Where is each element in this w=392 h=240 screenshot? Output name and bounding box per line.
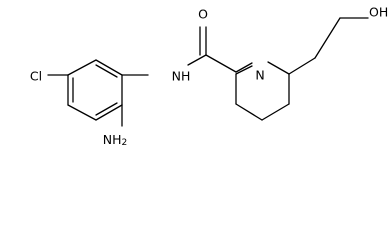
- bonds: [47, 17, 369, 127]
- bond-ch2-n: [235, 62, 253, 73]
- amino-nh-text: NH: [103, 132, 122, 147]
- pip-bond-c3-c4: [261, 103, 290, 121]
- bond-c2-chain1: [288, 57, 316, 75]
- ring-bond-c2-c3: [67, 59, 97, 76]
- ring-bond-c1-c2-inner: [95, 64, 118, 78]
- bond-chain1-chain2: [314, 17, 341, 59]
- chlorine-label: Cl: [30, 69, 42, 84]
- amino-subscript: 2: [122, 138, 128, 148]
- amide-nh-label: NH: [172, 69, 191, 84]
- ring-bond-c1-c2: [95, 59, 123, 76]
- atom-labels: O NH N OH Cl NH2: [30, 5, 388, 149]
- ring-bond-c5-c6: [95, 104, 123, 121]
- carbonyl-oxygen-label: O: [198, 7, 208, 22]
- pip-bond-c4-c5: [235, 103, 263, 121]
- structure-diagram: O NH N OH Cl NH2: [30, 5, 388, 149]
- pip-bond-c6-n: [235, 65, 253, 75]
- ring-bond-c4-c5: [67, 104, 97, 121]
- bond-carbonyl-ch2: [205, 54, 237, 73]
- ring-bond-c5-c6-inner: [95, 102, 118, 116]
- amino-label: NH2: [103, 132, 127, 149]
- hydroxyl-label: OH: [369, 5, 388, 20]
- piperidine-n-label: N: [255, 68, 264, 83]
- bond-nh-carbonyl: [187, 54, 207, 66]
- pip-bond-n-c2: [267, 61, 290, 75]
